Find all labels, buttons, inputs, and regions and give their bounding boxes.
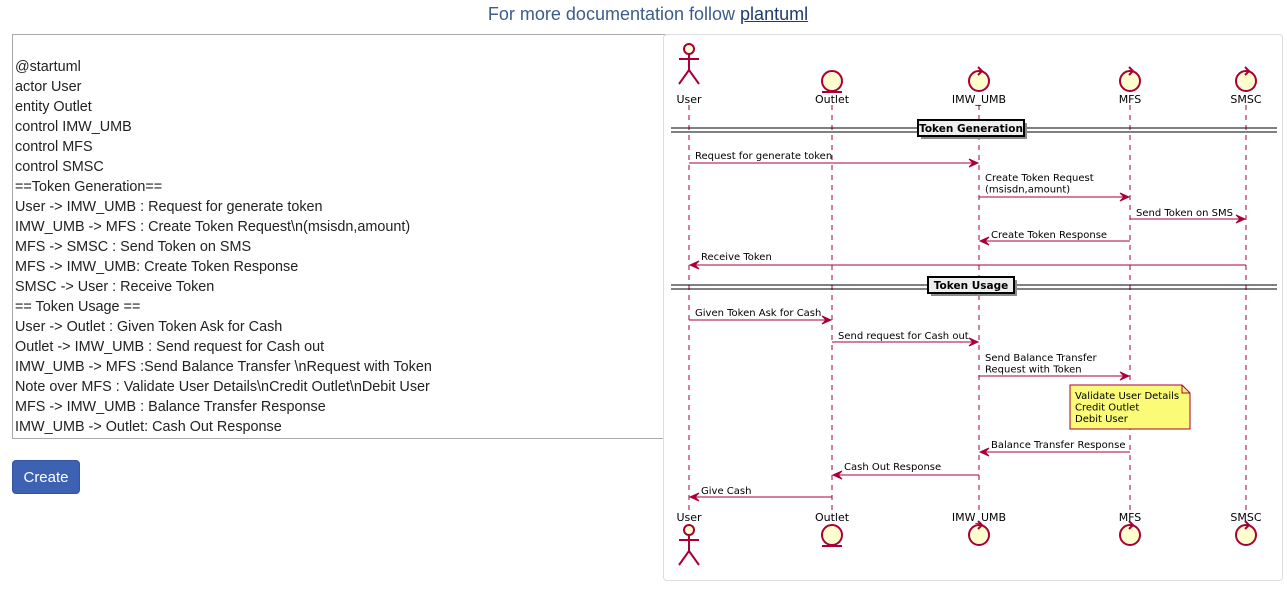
message-label: Send Token on SMS [1136, 208, 1233, 219]
editor-line: @startuml [15, 59, 81, 75]
actor-icon [678, 43, 700, 85]
message-label: Send Balance Transfer [985, 353, 1098, 364]
message-arrow [979, 192, 1131, 202]
editor-line: MFS -> SMSC : Send Token on SMS [15, 239, 252, 255]
note-line: Credit Outlet [1075, 403, 1139, 414]
message-arrow [1130, 214, 1247, 224]
message-label: Send request for Cash out [838, 331, 969, 342]
participant-label: Outlet [815, 511, 850, 524]
message-label: Give Cash [701, 486, 751, 497]
editor-line: IMW_UMB -> Outlet: Cash Out Response [15, 419, 282, 435]
message-label: Create Token Request [985, 173, 1094, 184]
message-arrow [688, 492, 832, 502]
participant-label: SMSC [1230, 511, 1261, 524]
editor-line: control IMW_UMB [15, 119, 132, 135]
participant-label: MFS [1119, 511, 1142, 524]
participant-label: User [676, 93, 702, 106]
control-icon [1235, 520, 1257, 546]
editor-line: control SMSC [15, 159, 104, 175]
note-line: Debit User [1075, 414, 1129, 425]
note [1069, 384, 1191, 430]
message-label: Request with Token [985, 365, 1082, 376]
editor-line: == Token Usage == [15, 299, 141, 315]
participant-label: SMSC [1230, 93, 1261, 106]
entity-icon [821, 524, 843, 547]
editor-line: MFS -> IMW_UMB: Create Token Response [15, 259, 299, 275]
divider-label: Token Generation [919, 123, 1023, 135]
message-arrow [978, 236, 1130, 246]
message-arrow [831, 470, 979, 480]
message-arrow [979, 371, 1131, 381]
note-line: Validate User Details [1075, 391, 1179, 402]
editor-line: control MFS [15, 139, 93, 155]
participant-label: User [676, 511, 702, 524]
divider-label: Token Usage [934, 280, 1008, 292]
editor-line: MFS -> IMW_UMB : Balance Transfer Respon… [15, 399, 326, 415]
participant-label: IMW_UMB [952, 511, 1006, 524]
actor-icon [678, 524, 700, 566]
section-divider [671, 276, 1277, 296]
participant-label: MFS [1119, 93, 1142, 106]
editor-line: Outlet -> IMW_UMB : Send request for Cas… [15, 339, 325, 355]
message-label: Receive Token [701, 252, 772, 263]
section-divider [671, 119, 1277, 139]
documentation-header: For more documentation follow plantuml [0, 4, 1287, 25]
editor-line: actor User [15, 79, 82, 95]
participant-label: Outlet [815, 93, 850, 106]
message-arrow [689, 315, 833, 325]
create-button[interactable]: Create [12, 460, 80, 494]
editor-line: SMSC -> User : Receive Token [15, 279, 215, 295]
documentation-text: For more documentation follow [487, 4, 736, 24]
control-icon [968, 66, 990, 92]
message-label: Cash Out Response [844, 462, 941, 473]
message-arrow [832, 337, 980, 347]
message-label: Create Token Response [991, 230, 1107, 241]
editor-line: IMW_UMB -> MFS : Create Token Request\n(… [15, 219, 411, 235]
editor-line: Note over MFS : Validate User Details\nC… [15, 379, 430, 395]
message-label: Request for generate token [695, 151, 832, 162]
control-icon [1119, 66, 1141, 92]
editor-line: User -> IMW_UMB : Request for generate t… [15, 199, 323, 215]
message-label: Given Token Ask for Cash [695, 308, 821, 319]
participant-label: IMW_UMB [952, 93, 1006, 106]
control-icon [1235, 66, 1257, 92]
control-icon [1119, 520, 1141, 546]
message-label: (msisdn,amount) [985, 185, 1070, 196]
editor-line: User -> Outlet : Given Token Ask for Cas… [15, 319, 283, 335]
editor-line: entity Outlet [15, 99, 92, 115]
message-label: Balance Transfer Response [991, 440, 1125, 451]
plantuml-link[interactable]: plantuml [740, 4, 809, 24]
message-arrow [688, 260, 1246, 270]
entity-icon [821, 70, 843, 93]
editor-line: ==Token Generation== [15, 179, 163, 195]
uml-source-editor[interactable]: @startuml actor User entity Outlet control … [12, 34, 672, 439]
message-arrow [978, 447, 1130, 457]
message-arrow [689, 158, 980, 168]
editor-line: IMW_UMB -> MFS :Send Balance Transfer \n… [15, 359, 432, 375]
control-icon [968, 520, 990, 546]
